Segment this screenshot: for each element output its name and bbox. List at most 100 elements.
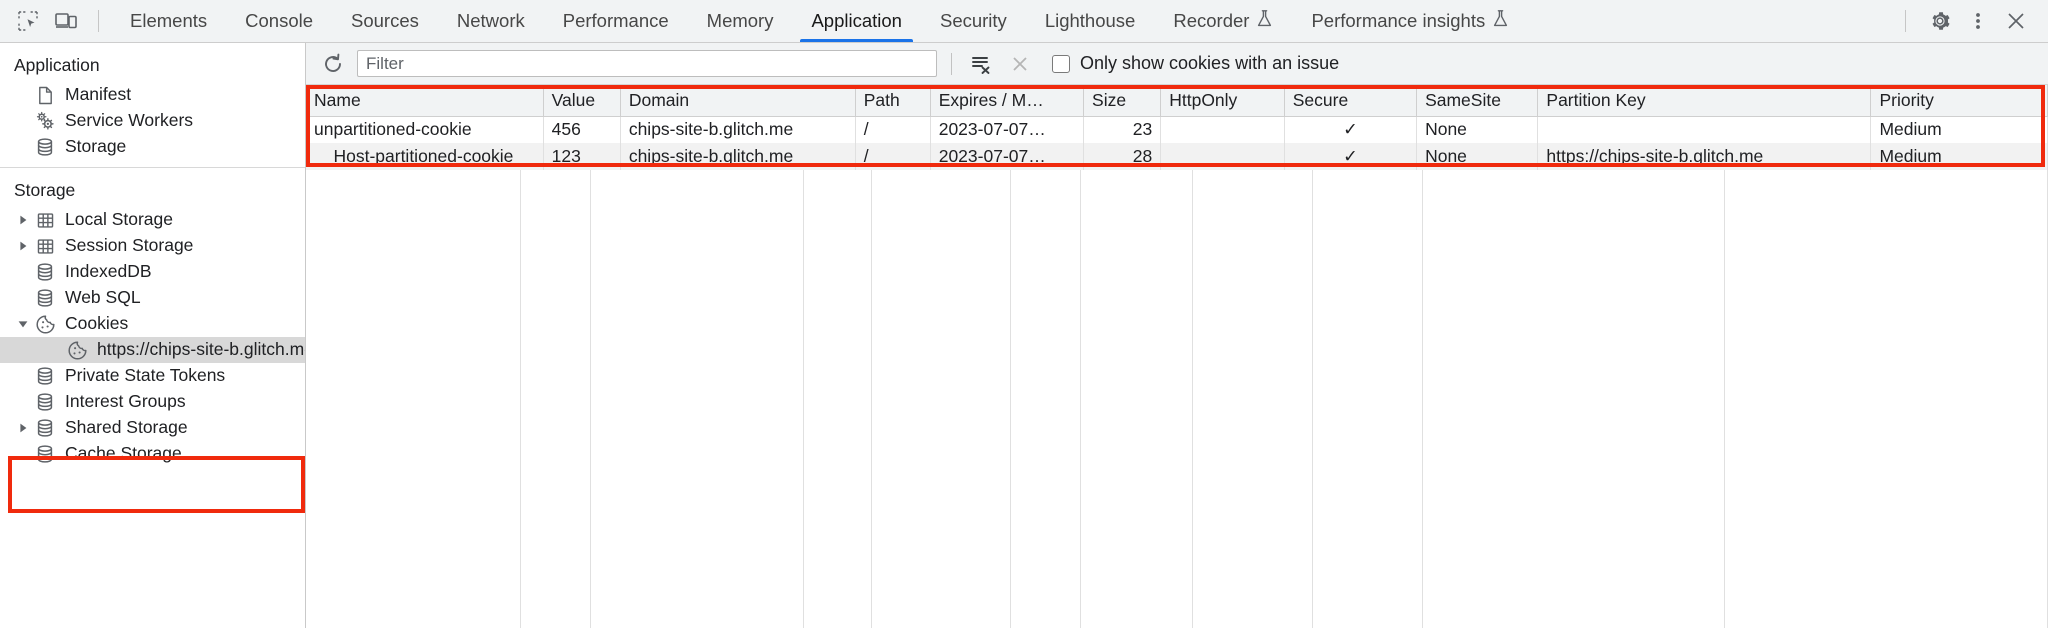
chevron-right-icon[interactable]: [14, 237, 32, 255]
grid-column-divider: [1725, 170, 2048, 628]
column-header-name[interactable]: Name: [306, 85, 544, 117]
column-header-size[interactable]: Size: [1083, 85, 1162, 117]
sidebar-item-web-sql[interactable]: Web SQL: [0, 285, 305, 311]
grid-column-divider: [1011, 170, 1081, 628]
column-header-samesite[interactable]: SameSite: [1416, 85, 1539, 117]
column-header-label: Domain: [628, 89, 690, 110]
tab-elements[interactable]: Elements: [111, 0, 226, 42]
tab-application[interactable]: Application: [792, 0, 921, 42]
sidebar-item-label: https://chips-site-b.glitch.me: [97, 339, 306, 360]
tab-label: Recorder: [1173, 10, 1250, 31]
sidebar-item-label: Local Storage: [65, 209, 173, 230]
sidebar-item-local-storage[interactable]: Local Storage: [0, 207, 305, 233]
database-icon: [34, 366, 56, 386]
tree-twisty-placeholder: [14, 86, 32, 104]
sidebar-item-https-chips-site-b-glitch-me[interactable]: https://chips-site-b.glitch.me: [0, 337, 305, 363]
tabbar-right-controls: [1899, 0, 2048, 42]
cell-priority: Medium: [1870, 143, 2048, 170]
sidebar-item-cookies[interactable]: Cookies: [0, 311, 305, 337]
column-header-label: Path: [863, 89, 900, 110]
tab-memory[interactable]: Memory: [688, 0, 793, 42]
sidebar-item-indexeddb[interactable]: IndexedDB: [0, 259, 305, 285]
sidebar-group-title: Application: [14, 55, 100, 75]
application-sidebar: Application Manifest Service Workers Sto…: [0, 43, 306, 628]
cookies-grid-empty-area: [306, 170, 2048, 628]
chevron-down-icon[interactable]: [14, 315, 32, 333]
database-icon: [34, 418, 56, 438]
cell-domain: chips-site-b.glitch.me: [620, 116, 856, 143]
tab-network[interactable]: Network: [438, 0, 544, 42]
column-header-partitionkey[interactable]: Partition Key: [1537, 85, 1872, 117]
tab-label: Network: [456, 10, 525, 31]
column-header-value[interactable]: Value: [543, 85, 621, 117]
cell-expires: 2023-07-07…: [930, 116, 1085, 143]
chevron-right-icon[interactable]: [14, 419, 32, 437]
sidebar-group-application: Application Manifest Service Workers Sto…: [0, 43, 305, 167]
gear-icon[interactable]: [1922, 4, 1958, 38]
filter-input[interactable]: Filter: [357, 50, 937, 77]
grid-column-divider: [521, 170, 591, 628]
tab-recorder[interactable]: Recorder: [1154, 0, 1292, 42]
clear-list-icon[interactable]: [966, 49, 996, 79]
sidebar-item-service-workers[interactable]: Service Workers: [0, 108, 305, 134]
cookie-icon: [66, 340, 88, 360]
tab-label: Sources: [351, 10, 419, 31]
sidebar-item-cache-storage[interactable]: Cache Storage: [0, 441, 305, 467]
column-header-priority[interactable]: Priority: [1870, 85, 2048, 117]
column-header-label: Value: [551, 89, 596, 110]
tab-lighthouse[interactable]: Lighthouse: [1026, 0, 1155, 42]
more-options-icon[interactable]: [1960, 4, 1996, 38]
sidebar-item-private-state-tokens[interactable]: Private State Tokens: [0, 363, 305, 389]
cell-path: /: [855, 116, 931, 143]
column-header-expires[interactable]: Expires / M…: [930, 85, 1085, 117]
tab-label: Elements: [130, 10, 208, 31]
inspect-element-icon[interactable]: [10, 4, 46, 38]
column-header-httponly[interactable]: HttpOnly: [1160, 85, 1285, 117]
sidebar-item-session-storage[interactable]: Session Storage: [0, 233, 305, 259]
cell-priority: Medium: [1870, 116, 2048, 143]
column-header-label: Name: [314, 89, 361, 110]
chevron-right-icon[interactable]: [14, 211, 32, 229]
only-show-issues-checkbox-wrap[interactable]: Only show cookies with an issue: [1052, 53, 1339, 74]
cell-path: /: [855, 143, 931, 170]
only-show-issues-label: Only show cookies with an issue: [1080, 53, 1340, 73]
tab-sources[interactable]: Sources: [332, 0, 438, 42]
sidebar-item-interest-groups[interactable]: Interest Groups: [0, 389, 305, 415]
close-icon[interactable]: [1998, 4, 2034, 38]
tab-performance-insights[interactable]: Performance insights: [1292, 0, 1528, 42]
device-toolbar-icon[interactable]: [48, 4, 84, 38]
tab-console[interactable]: Console: [226, 0, 332, 42]
refresh-icon[interactable]: [318, 49, 348, 79]
grid-column-divider: [872, 170, 1011, 628]
experiment-flask-icon: [1256, 9, 1273, 33]
column-header-domain[interactable]: Domain: [620, 85, 856, 117]
column-header-secure[interactable]: Secure: [1284, 85, 1418, 117]
gears-icon: [34, 111, 56, 131]
table-icon: [34, 236, 56, 256]
sidebar-item-storage[interactable]: Storage: [0, 134, 305, 160]
grid-column-divider: [1423, 170, 1725, 628]
only-show-issues-checkbox[interactable]: [1052, 54, 1070, 73]
sidebar-item-shared-storage[interactable]: Shared Storage: [0, 415, 305, 441]
cell-samesite: None: [1416, 143, 1539, 170]
column-header-path[interactable]: Path: [855, 85, 931, 117]
tab-label: Performance insights: [1311, 10, 1486, 31]
sidebar-item-label: Web SQL: [65, 287, 141, 308]
database-icon: [34, 262, 56, 282]
cell-httponly: [1160, 143, 1285, 170]
database-icon: [34, 137, 56, 157]
clear-all-x-icon[interactable]: [1005, 49, 1035, 79]
tab-security[interactable]: Security: [921, 0, 1026, 42]
tab-label: Security: [939, 10, 1007, 31]
cookies-filter-toolbar: Filter Only show cookies with an: [306, 43, 2048, 85]
tab-performance[interactable]: Performance: [544, 0, 688, 42]
filter-divider: [951, 52, 952, 75]
tab-label: Performance: [562, 10, 669, 31]
sidebar-item-manifest[interactable]: Manifest: [0, 82, 305, 108]
cell-partitionkey: https://chips-site-b.glitch.me: [1537, 143, 1872, 170]
cell-domain: chips-site-b.glitch.me: [620, 143, 856, 170]
